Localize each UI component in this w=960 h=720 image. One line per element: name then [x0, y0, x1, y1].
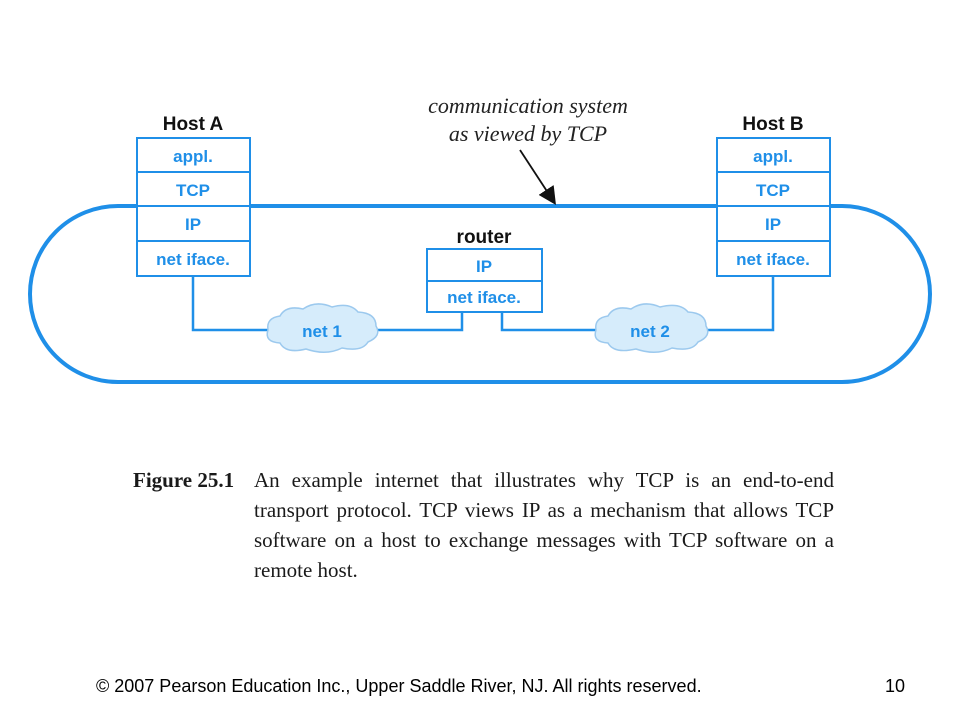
- net-1-label: net 1: [302, 322, 342, 341]
- page-number: 10: [885, 676, 906, 696]
- router-layer-net-iface: net iface.: [447, 288, 521, 307]
- host-b-title: Host B: [742, 114, 803, 135]
- tcp-view-annotation: communication system as viewed by TCP: [428, 93, 628, 206]
- host-b-layer-tcp: TCP: [756, 181, 790, 200]
- host-a-layer-net-iface: net iface.: [156, 250, 230, 269]
- host-b-layer-appl: appl.: [753, 147, 793, 166]
- host-a-stack: Host A appl. TCP IP net iface.: [136, 114, 251, 277]
- host-b-stack: Host B appl. TCP IP net iface.: [716, 114, 831, 277]
- host-b-layer-net-iface: net iface.: [736, 250, 810, 269]
- host-a-layer-appl: appl.: [173, 147, 213, 166]
- figure-caption-text: An example internet that illustrates why…: [254, 468, 834, 582]
- wire-net2-host-b: [705, 276, 775, 332]
- host-a-title: Host A: [163, 114, 224, 135]
- annotation-line-1: communication system: [428, 93, 628, 118]
- host-b-layer-ip: IP: [765, 215, 781, 234]
- net-2-label: net 2: [630, 322, 670, 341]
- wire-router-net2: [500, 312, 600, 332]
- wire-host-a-net1: [191, 276, 272, 332]
- communication-system-outline: [28, 204, 932, 384]
- router-title: router: [457, 227, 513, 248]
- wire-net1-router: [374, 312, 464, 332]
- annotation-line-2: as viewed by TCP: [449, 121, 607, 146]
- host-a-layer-ip: IP: [185, 215, 201, 234]
- network-wires: [191, 276, 775, 332]
- router-layer-ip: IP: [476, 257, 492, 276]
- net-1-cloud: net 1: [266, 303, 379, 353]
- annotation-arrow: [519, 149, 556, 206]
- net-2-cloud: net 2: [594, 303, 709, 353]
- figure-label: Figure 25.1: [133, 468, 235, 492]
- host-a-layer-tcp: TCP: [176, 181, 210, 200]
- copyright-notice: © 2007 Pearson Education Inc., Upper Sad…: [96, 676, 702, 696]
- router-stack: router IP net iface.: [426, 227, 543, 313]
